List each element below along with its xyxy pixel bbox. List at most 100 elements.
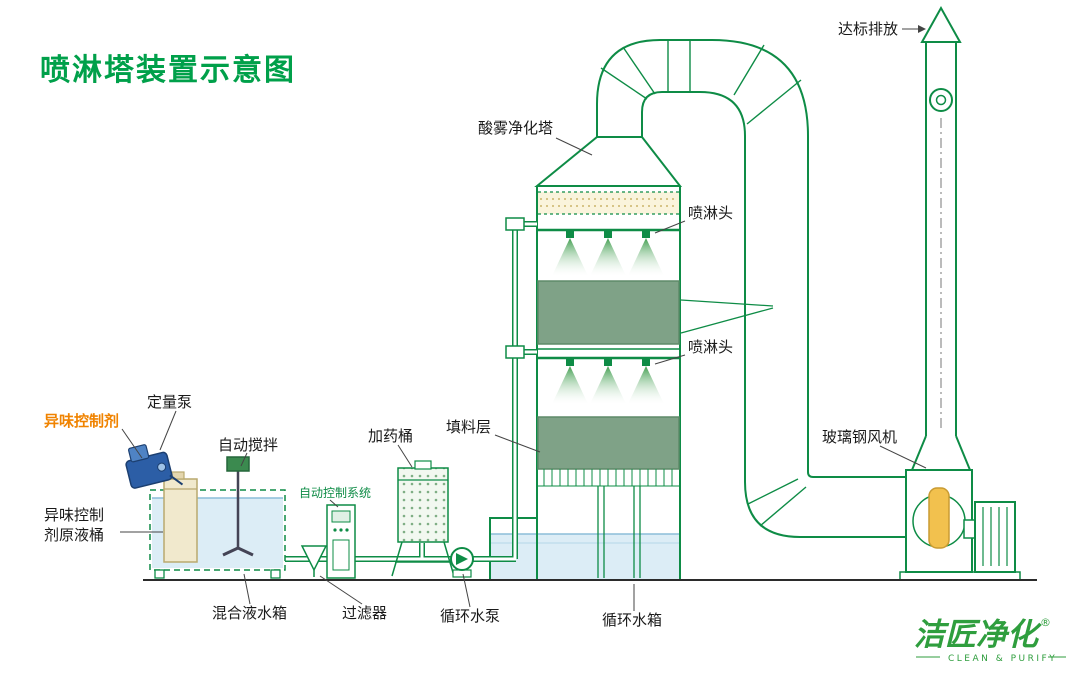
- leader-spray-top: [654, 220, 686, 234]
- spray-cone: [628, 238, 664, 276]
- metering-pump-knob: [157, 462, 167, 472]
- sampling-port-inner: [935, 94, 947, 106]
- label-stock-barrel-line1: 异味控制: [44, 506, 104, 524]
- mixing-tank-outline: [149, 489, 286, 571]
- label-circulating-pump: 循环水泵: [440, 607, 500, 625]
- leader-spray-bottom: [654, 354, 686, 365]
- circulating-tank-water: [491, 534, 681, 579]
- label-spray-head-bottom: 喷淋头: [688, 338, 733, 356]
- spray-cone: [552, 238, 588, 276]
- spray-cone: [628, 366, 664, 404]
- leader-odor-agent: [121, 428, 143, 459]
- metering-pump-device: [125, 444, 184, 489]
- leader-lines: [120, 28, 927, 611]
- label-circulating-tank: 循环水箱: [602, 611, 662, 629]
- support-grid: [538, 469, 679, 487]
- chimney-walls: [925, 42, 957, 436]
- spray-nozzle: [642, 230, 650, 238]
- fan-motor: [974, 501, 1016, 573]
- fan-assembly: [899, 469, 1021, 581]
- label-spray-head-top: 喷淋头: [688, 204, 733, 222]
- flow-indicator-lines: [680, 299, 774, 334]
- control-cabinet: [326, 504, 356, 579]
- dosing-barrel-body: [397, 467, 449, 543]
- tower: [489, 136, 774, 581]
- page-title: 喷淋塔装置示意图: [40, 53, 296, 88]
- label-metering-pump: 定量泵: [147, 393, 192, 411]
- leader-dosing-barrel: [397, 444, 413, 468]
- spray-cone: [590, 238, 626, 276]
- leader-packing: [494, 434, 541, 453]
- duct-seams: [600, 40, 807, 527]
- duct-body: [596, 39, 907, 538]
- pump-impeller: [456, 553, 468, 565]
- demister-dots: [540, 198, 678, 207]
- fan-belt-guard: [928, 487, 950, 549]
- chimney-cap: [920, 5, 962, 43]
- leader-tower: [555, 137, 593, 156]
- barrel-legs: [391, 541, 455, 577]
- spray-cone: [552, 366, 588, 404]
- label-filter: 过滤器: [342, 604, 387, 622]
- brand-logo: 洁匠净化 ® CLEAN & PURIFY: [914, 616, 1066, 664]
- tower-walls: [536, 185, 681, 580]
- packing-layer-2: [537, 416, 680, 470]
- leader-filter: [319, 575, 363, 605]
- leader-fan: [879, 445, 927, 469]
- cabinet-button: [345, 528, 349, 532]
- pipe-junction-box: [505, 217, 525, 231]
- spray-nozzle: [642, 358, 650, 366]
- filter-device: [300, 545, 328, 577]
- leader-metering-pump: [159, 410, 177, 451]
- spray-nozzles-bottom: [552, 358, 664, 404]
- cabinet-vent: [332, 539, 350, 571]
- pipe-white-core: [285, 222, 537, 561]
- dosing-barrel-cap: [414, 460, 432, 470]
- label-frp-fan: 玻璃钢风机: [822, 428, 897, 446]
- label-dosing-barrel: 加药桶: [368, 427, 413, 445]
- logo-tagline: CLEAN & PURIFY: [948, 654, 1057, 664]
- leader-stirrer: [240, 452, 248, 467]
- pump-base: [452, 569, 472, 578]
- label-stock-barrel-line2: 剂原液桶: [44, 526, 104, 544]
- demister-layer: [538, 192, 679, 214]
- label-mixing-tank: 混合液水箱: [212, 604, 287, 622]
- stock-barrel: [163, 471, 198, 563]
- cabinet-button: [339, 528, 343, 532]
- label-auto-stirrer: 自动搅拌: [218, 436, 278, 454]
- mixing-tank-foot: [270, 569, 281, 579]
- fan-base: [899, 571, 1021, 581]
- spray-nozzle: [604, 358, 612, 366]
- label-discharge: 达标排放: [838, 20, 898, 38]
- mixing-tank-foot: [154, 569, 165, 579]
- cabinet-screen: [331, 510, 351, 523]
- spray-cone: [590, 366, 626, 404]
- sampling-port-icon: [929, 88, 953, 112]
- leader-circulating-pump: [462, 573, 471, 608]
- dosing-barrel-device: [391, 460, 455, 577]
- stock-barrel-body: [163, 478, 198, 563]
- circulating-pump-device: [450, 547, 474, 578]
- duct: [596, 39, 907, 538]
- spray-nozzle: [604, 230, 612, 238]
- motor-fins: [982, 507, 1008, 566]
- logo-registered-mark: ®: [1040, 616, 1051, 629]
- leader-mixing-tank: [243, 573, 251, 605]
- pipe-junction-box: [505, 345, 525, 359]
- piping: [285, 217, 537, 562]
- stirrer-blades: [222, 546, 254, 557]
- spray-nozzles-top: [552, 230, 664, 276]
- stirrer-motor: [226, 456, 250, 472]
- label-odor-control-agent: 异味控制剂: [44, 412, 119, 430]
- label-packing-layer: 填料层: [446, 418, 491, 436]
- label-tower: 酸雾净化塔: [478, 119, 553, 137]
- cabinet-button: [333, 528, 337, 532]
- spray-nozzle: [566, 230, 574, 238]
- packing-layer-1: [537, 280, 680, 345]
- logo-name: 洁匠净化: [914, 617, 1042, 653]
- chimney-transition: [911, 435, 971, 471]
- metering-pump-tube: [169, 474, 184, 486]
- tower-legs: [597, 486, 641, 578]
